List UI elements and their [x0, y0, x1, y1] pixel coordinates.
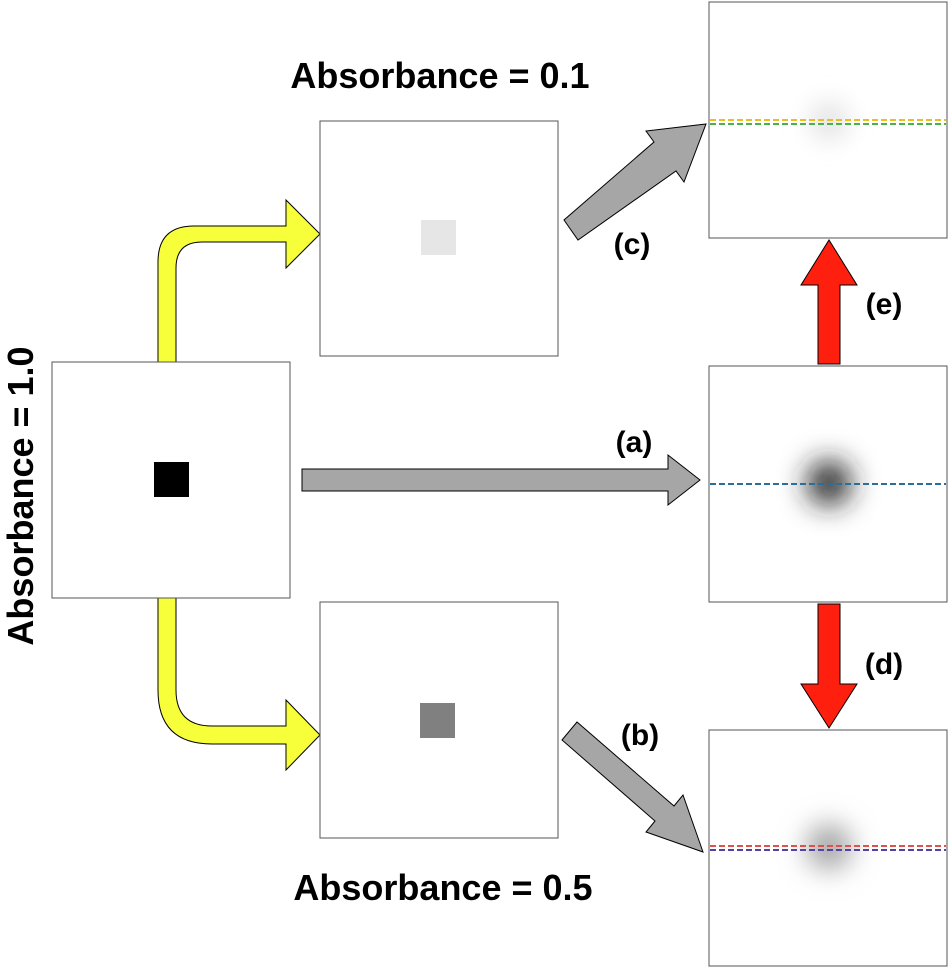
red-arrow-e [800, 239, 858, 365]
label-step-e: (e) [866, 288, 903, 321]
label-step-a: (a) [616, 426, 653, 459]
label-step-d: (d) [865, 648, 903, 681]
gray-arrow-c [563, 123, 707, 241]
label-absorbance-left: Absorbance = 1.0 [0, 346, 41, 645]
label-absorbance-top: Absorbance = 0.1 [290, 55, 589, 96]
label-absorbance-bottom: Absorbance = 0.5 [293, 867, 592, 908]
gray-arrow-b [561, 721, 704, 853]
square-full [154, 462, 189, 497]
square-half [420, 703, 455, 738]
yellow-arrow-down [157, 597, 321, 772]
label-step-b: (b) [621, 719, 659, 752]
square-tenth [421, 220, 456, 255]
yellow-arrow-up [157, 198, 321, 363]
gray-arrow-a [301, 453, 701, 507]
label-step-c: (c) [614, 228, 651, 261]
red-arrow-d [800, 603, 858, 729]
